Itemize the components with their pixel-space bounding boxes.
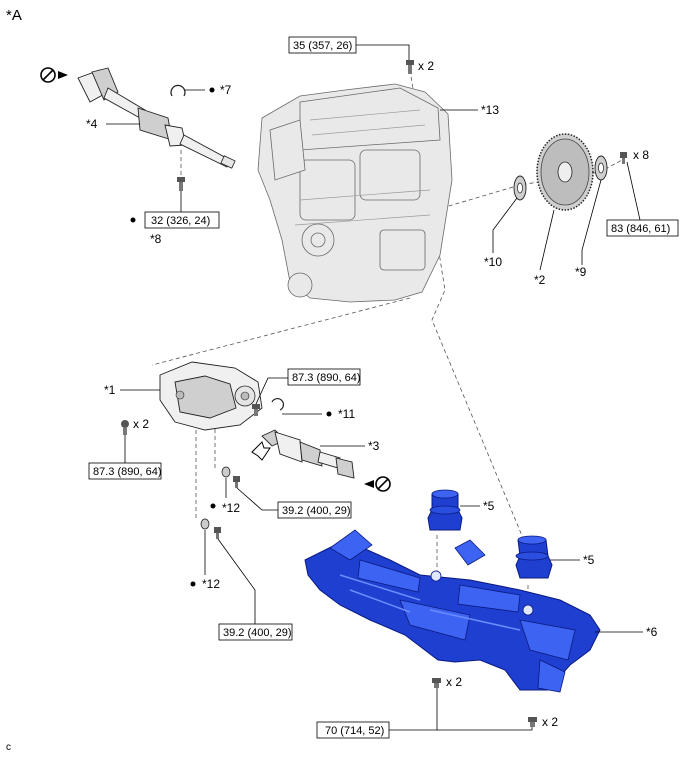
bullet-icon — [210, 503, 216, 509]
callout-2: *2 — [534, 273, 546, 287]
callout-5b: *5 — [583, 553, 595, 567]
callout-9: *9 — [575, 265, 587, 279]
snap-ring-7 — [170, 84, 186, 97]
torque-box-low — [218, 623, 293, 641]
engine-mount-left — [427, 489, 463, 531]
transfer-assembly — [159, 361, 263, 431]
callout-7: *7 — [220, 83, 232, 97]
bolt-low — [214, 527, 221, 539]
corner-mark: c — [6, 742, 11, 753]
torque-box-mid — [277, 501, 352, 519]
torque-crossmember: 70 (714, 52) — [325, 725, 384, 737]
rear-drive-shaft — [261, 429, 355, 479]
torque-box-transfer-left — [88, 462, 162, 480]
front-crossmember — [304, 529, 601, 693]
torque-transfer-right: 87.3 (890, 64) — [292, 372, 361, 384]
qty-top: x 2 — [418, 59, 434, 73]
bullet-icon — [209, 87, 215, 93]
crossmember-bolt-b — [528, 717, 537, 727]
callout-1: *1 — [104, 383, 116, 397]
torque-low: 39.2 (400, 29) — [223, 627, 292, 639]
qty-flywheel: x 8 — [633, 148, 649, 162]
callout-12b: *12 — [202, 577, 220, 591]
crossmember-bolt-a — [432, 678, 441, 688]
torque-box-top — [288, 36, 357, 54]
bullet-icon — [190, 581, 196, 587]
qty-cross-b: x 2 — [542, 715, 558, 729]
view-label: *A — [6, 7, 22, 24]
driveshaft-bolt — [177, 177, 185, 191]
callout-13: *13 — [481, 103, 499, 117]
torque-box-flywheel — [606, 219, 679, 237]
callout-12a: *12 — [222, 501, 240, 515]
callout-5a: *5 — [483, 499, 495, 513]
engine-mount-right — [515, 535, 553, 579]
torque-transfer-left: 87.3 (890, 64) — [93, 466, 162, 478]
transfer-bolt-right — [252, 404, 260, 416]
top-mount-bolt — [406, 60, 414, 74]
torque-top: 35 (357, 26) — [293, 40, 352, 52]
qty-transfer: x 2 — [133, 417, 149, 431]
torque-box-driveshaft — [144, 211, 220, 229]
callout-8: *8 — [150, 232, 162, 246]
drive-plate-group — [513, 133, 627, 211]
bullet-icon — [130, 217, 136, 223]
transfer-bolt-left — [121, 420, 129, 435]
bolt-mid — [233, 476, 240, 488]
front-drive-shaft — [77, 67, 236, 169]
callout-6: *6 — [646, 625, 658, 639]
torque-box-transfer-right — [287, 368, 361, 386]
callout-11: *11 — [338, 407, 355, 421]
no-reuse-icon — [364, 476, 391, 492]
torque-driveshaft: 32 (326, 24) — [151, 215, 210, 227]
torque-box-crossmember — [316, 721, 390, 739]
arrow-icon — [251, 441, 271, 461]
washer-12-upper — [221, 466, 231, 478]
no-reuse-icon — [40, 67, 68, 83]
torque-flywheel: 83 (846, 61) — [611, 223, 670, 235]
engine-assembly — [257, 83, 453, 303]
callout-10: *10 — [484, 255, 502, 269]
snap-ring-11 — [271, 398, 284, 411]
callout-3: *3 — [368, 439, 380, 453]
qty-cross-a: x 2 — [446, 675, 462, 689]
washer-12-lower — [200, 518, 210, 530]
callout-4: *4 — [86, 117, 98, 131]
torque-mid: 39.2 (400, 29) — [282, 505, 351, 517]
bullet-icon — [326, 411, 332, 417]
